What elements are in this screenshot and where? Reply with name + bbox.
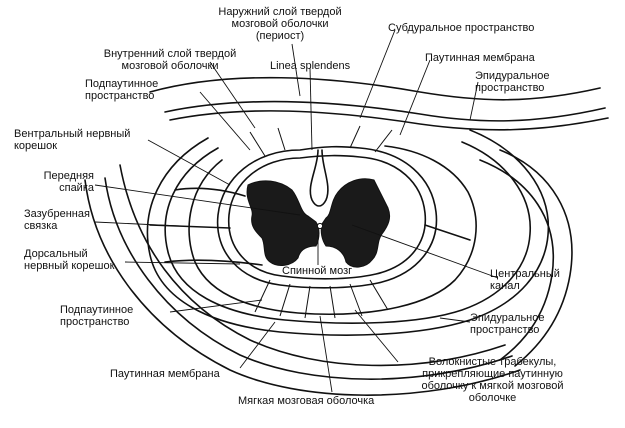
leader-arachnoid-bottom: [239, 321, 276, 369]
leader-ventral: [147, 139, 231, 186]
leader-dorsal: [124, 261, 241, 265]
dura-inner-ring: [164, 141, 531, 324]
label-epidural-bottom: Эпидуральное пространство: [470, 312, 545, 336]
cord-outline: [216, 145, 438, 289]
label-denticulate-ligament: Зазубренная связка: [24, 208, 90, 232]
label-ventral-root: Вентральный нервный корешок: [14, 128, 131, 152]
label-arachnoid-top: Паутинная мембрана: [425, 52, 535, 64]
trabecula-top-3: [349, 125, 361, 149]
trabecula-6: [369, 279, 389, 311]
trabecula-2: [279, 283, 291, 317]
leader-linea: [309, 67, 313, 151]
leader-epidural-top: [469, 81, 479, 121]
leader-arachnoid-top: [399, 59, 431, 136]
label-epidural-top: Эпидуральное пространство: [475, 70, 550, 94]
trabecula-5: [349, 283, 363, 317]
label-linea-splendens: Linea splendens: [270, 60, 351, 72]
trabecula-top-2: [277, 127, 286, 151]
label-central-canal: Центральный канал: [490, 268, 560, 292]
leader-epidural-bottom: [439, 317, 471, 323]
right-arc-1: [479, 159, 554, 361]
label-trabeculae: Волокнистые трабекулы, прикрепляющие пау…: [421, 356, 564, 404]
dura-outer-ring: [146, 129, 550, 336]
label-subdural-space: Субдуральное пространство: [388, 22, 535, 34]
leader-trabeculae: [354, 309, 399, 363]
label-subarachnoid-bottom: Подпаутинное пространство: [60, 304, 134, 328]
trabecula-3: [304, 285, 311, 319]
leader-denticulate: [94, 221, 181, 227]
label-outer-dura: Наружний слой твердой мозговой оболочки …: [218, 6, 342, 42]
leader-outer-dura: [291, 43, 301, 97]
leader-commissure: [94, 184, 301, 216]
leader-subdural: [359, 29, 396, 119]
arachnoid-ring: [188, 145, 477, 316]
gray-matter: [246, 178, 391, 268]
outer-arc-1: [84, 179, 521, 396]
label-anterior-commissure: Передняя спайка: [43, 170, 94, 194]
central-canal: [316, 222, 324, 230]
leader-pia: [319, 315, 333, 393]
outer-dura-band-mid: [164, 100, 606, 122]
right-arc-2: [499, 149, 573, 367]
leader-inner-dura: [209, 61, 256, 129]
label-spinal-cord: Спинной мозг: [282, 265, 353, 277]
leader-central: [351, 224, 499, 279]
trabecula-top-4: [374, 129, 393, 153]
label-pia-mater: Мягкая мозговая оболочка: [238, 395, 375, 407]
leader-subarachnoid-top: [199, 91, 251, 151]
denticulate-right: [424, 224, 471, 241]
label-subarachnoid-top: Подпаутинное пространство: [85, 78, 159, 102]
trabecula-top-1: [249, 131, 266, 157]
ventral-root-line: [174, 187, 246, 197]
label-dorsal-root: Дорсальный нервный корешок: [24, 248, 115, 272]
trabecula-1: [254, 279, 271, 313]
median-fissure: [309, 149, 329, 207]
leader-subarachnoid-bottom: [169, 299, 263, 313]
outer-arc-3: [119, 164, 506, 367]
label-inner-dura: Внутренний слой твердой мозговой оболочк…: [103, 48, 237, 72]
label-arachnoid-bottom: Паутинная мембрана: [110, 368, 220, 380]
dorsal-root-line: [164, 259, 263, 266]
outer-arc-2: [104, 177, 513, 380]
inner-dura-band-top: [169, 110, 609, 131]
trabecula-4: [329, 285, 336, 319]
cord-inner-outline: [228, 154, 427, 280]
